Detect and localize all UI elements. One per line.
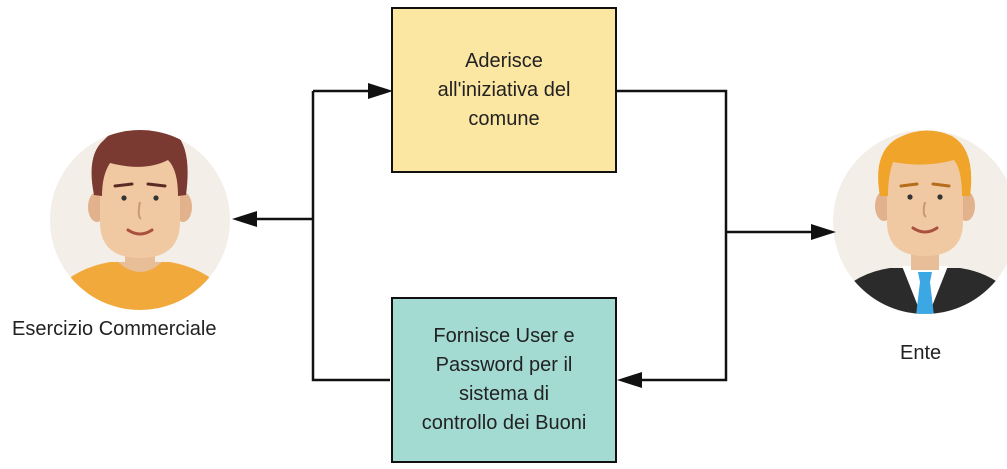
merchant-label: Esercizio Commerciale: [12, 318, 217, 340]
arrowheads: [232, 83, 836, 388]
box-aderisce-line-2: all'iniziativa del: [437, 78, 571, 101]
arrow-into-merchant: [232, 211, 257, 227]
arrow-into-top-box: [368, 83, 393, 99]
box-fornisce-line-1: Fornisce User e: [433, 325, 575, 347]
box-fornisce-line-4: controllo dei Buoni: [421, 412, 587, 434]
top-box-to-ente-line: [617, 89, 728, 382]
left-bus-line: [311, 91, 390, 382]
box-fornisce-line-3: sistema di: [458, 383, 550, 405]
box-fornisce-line-2: Password per il: [435, 354, 573, 376]
box-aderisce-line-3: comune: [468, 107, 540, 130]
arrow-into-bottom-box: [617, 372, 642, 388]
box-aderisce-line-1: Aderisce: [465, 49, 543, 72]
ente-label: Ente: [900, 342, 942, 364]
box-aderisce: Aderisce all'iniziativa del comune: [391, 7, 617, 173]
ente-avatar-icon: [833, 130, 1007, 314]
box-fornisce: Fornisce User e Password per il sistema …: [391, 297, 617, 463]
connectors: [254, 89, 814, 382]
arrow-into-ente: [811, 224, 836, 240]
merchant-avatar-icon: [50, 130, 230, 310]
